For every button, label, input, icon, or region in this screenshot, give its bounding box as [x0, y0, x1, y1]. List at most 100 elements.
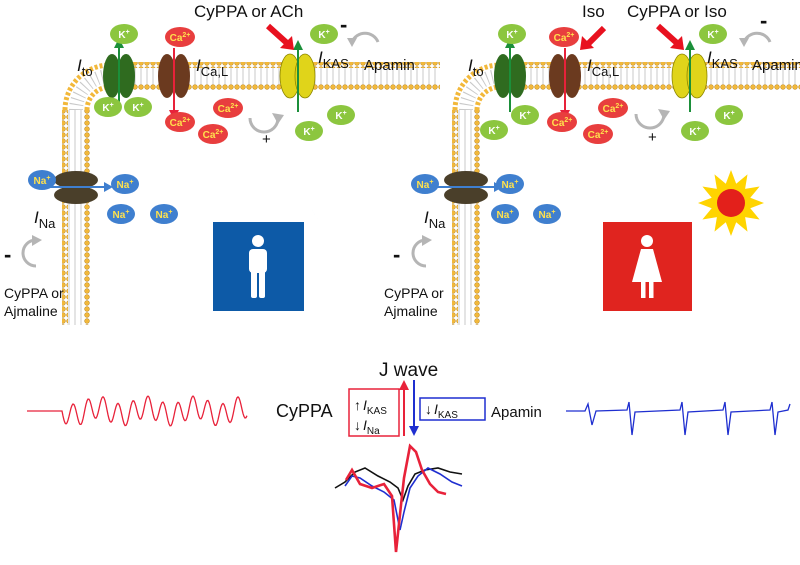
ca-ion-icon: Ca2+	[598, 98, 628, 118]
right-minus-sign: -	[760, 8, 767, 33]
red-arrow-icon	[655, 23, 684, 50]
left-na-minus-sign: -	[4, 242, 11, 267]
svg-text:Ca2+: Ca2+	[170, 117, 191, 129]
left-drug-line2: Ajmaline	[4, 303, 58, 319]
right-drug-line2: Ajmaline	[384, 303, 438, 319]
ikas-label-right: IKAS	[707, 48, 738, 71]
ina-label-left: INa	[34, 208, 56, 231]
k-ion-icon: K+	[295, 121, 323, 141]
curved-arrow-icon	[248, 113, 284, 134]
svg-text:Na+: Na+	[417, 179, 434, 191]
j-wave-label: J wave	[379, 360, 438, 381]
svg-text:Ca2+: Ca2+	[203, 129, 224, 141]
female-icon	[632, 235, 662, 298]
red-box-line1: ↑IKAS	[354, 397, 387, 417]
curved-arrow-icon	[411, 235, 432, 268]
curved-arrow-icon	[21, 235, 42, 268]
red-arrow-icon	[265, 23, 294, 50]
k-ion-icon: K+	[110, 24, 138, 44]
left-membrane	[62, 62, 440, 325]
svg-text:Na+: Na+	[117, 179, 134, 191]
svg-text:Na+: Na+	[497, 209, 514, 221]
ina-label-right: INa	[424, 208, 446, 231]
left-plus-sign: +	[262, 131, 271, 148]
ical-label-right: ICa,L	[587, 56, 619, 79]
k-ion-icon: K+	[480, 120, 508, 140]
k-ion-icon: K+	[699, 24, 727, 44]
ical-channel-left	[158, 48, 190, 120]
right-apamin-label: Apamin	[752, 57, 800, 74]
k-ion-icon: K+	[498, 24, 526, 44]
ca-ion-icon: Ca2+	[165, 112, 195, 132]
svg-text:K+: K+	[318, 29, 329, 41]
male-badge	[213, 222, 304, 311]
svg-text:Ca2+: Ca2+	[603, 103, 624, 115]
current-labels: Ito ICa,L IKAS INa Ito ICa,L IKAS INa	[34, 48, 738, 231]
na-ion-icon: Na+	[107, 204, 135, 224]
svg-text:K+: K+	[102, 102, 113, 114]
cyppa-label: CyPPA	[276, 401, 333, 421]
right-na-minus-sign: -	[393, 242, 400, 267]
na-channel-right	[430, 171, 503, 204]
blue-box-line: ↓IKAS	[425, 401, 458, 421]
svg-text:Na+: Na+	[113, 209, 130, 221]
left-annotations: CyPPA or ACh - Apamin + - CyPPA or Ajmal…	[4, 2, 415, 319]
overlay-trace-red	[344, 443, 447, 553]
ito-label-left: Ito	[77, 56, 93, 79]
na-ion-icon: Na+	[533, 204, 561, 224]
ca-ion-icon: Ca2+	[583, 124, 613, 144]
k-ion-icon: K+	[94, 97, 122, 117]
svg-text:K+: K+	[707, 29, 718, 41]
female-badge	[603, 222, 692, 311]
ito-label-right: Ito	[468, 56, 484, 79]
svg-text:K+: K+	[689, 126, 700, 138]
svg-text:K+: K+	[723, 110, 734, 122]
na-ion-icon: Na+	[28, 170, 56, 190]
overlay-trace-blue	[344, 467, 463, 531]
curved-arrow-icon	[347, 31, 380, 47]
svg-text:Na+: Na+	[34, 175, 51, 187]
ikas-channel-left	[279, 40, 316, 112]
ca-ion-icon: Ca2+	[549, 27, 579, 47]
na-ion-icon: Na+	[411, 174, 439, 194]
svg-text:Na+: Na+	[502, 179, 519, 191]
na-ion-icon: Na+	[111, 174, 139, 194]
blue-effect-box	[419, 397, 486, 421]
right-annotations: Iso CyPPA or Iso - Apamin + - CyPPA or A…	[384, 2, 800, 319]
up-red-arrow-icon	[399, 380, 409, 436]
svg-text:K+: K+	[506, 29, 517, 41]
left-apamin-label: Apamin	[364, 57, 415, 74]
svg-text:K+: K+	[303, 126, 314, 138]
overlay-trace-black	[334, 467, 463, 503]
ical-label-left: ICa,L	[196, 56, 228, 79]
svg-text:K+: K+	[132, 102, 143, 114]
red-box-line2: ↓INa	[354, 417, 380, 437]
svg-text:K+: K+	[519, 110, 530, 122]
curved-arrow-icon	[739, 31, 772, 47]
ito-channel-right	[494, 38, 526, 112]
right-iso-label: Iso	[582, 2, 605, 21]
svg-text:K+: K+	[118, 29, 129, 41]
k-ion-icon: K+	[715, 105, 743, 125]
svg-text:K+: K+	[335, 110, 346, 122]
k-ion-icon: K+	[681, 121, 709, 141]
apamin-label-bottom: Apamin	[491, 404, 542, 421]
svg-text:K+: K+	[488, 125, 499, 137]
ca-ion-icon: Ca2+	[198, 124, 228, 144]
red-arrow-icon	[580, 25, 607, 50]
down-blue-arrow-icon	[409, 380, 419, 436]
moon-icon	[311, 183, 346, 226]
svg-text:Ca2+: Ca2+	[170, 32, 191, 44]
svg-text:Ca2+: Ca2+	[552, 117, 573, 129]
ecg-trace-blue	[566, 401, 791, 436]
right-plus-sign: +	[648, 129, 657, 146]
na-ion-icon: Na+	[496, 174, 524, 194]
na-ion-icon: Na+	[150, 204, 178, 224]
ca-ion-icon: Ca2+	[547, 112, 577, 132]
right-top-drug-label: CyPPA or Iso	[627, 2, 727, 21]
male-icon	[249, 235, 267, 298]
ca-ion-icon: Ca2+	[165, 27, 195, 47]
left-top-drug-label: CyPPA or ACh	[194, 2, 303, 21]
left-minus-sign: -	[340, 12, 347, 37]
